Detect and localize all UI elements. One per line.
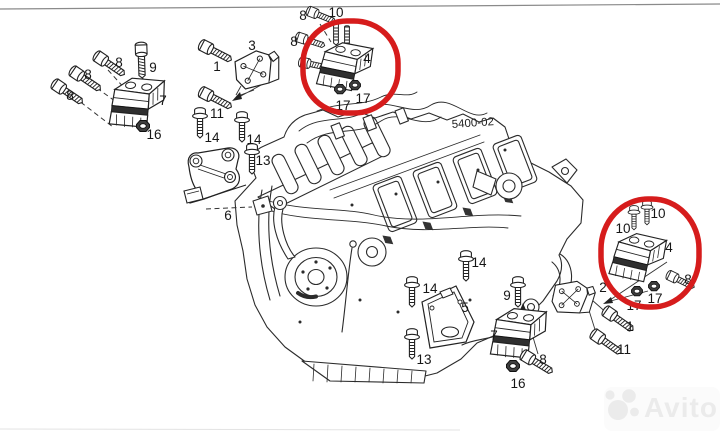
bolt-drawing (134, 41, 149, 79)
part-label: 17 (355, 91, 370, 106)
bottom-border-line (0, 428, 461, 431)
part-label: 2 (599, 280, 607, 295)
part-label: 5 (461, 300, 469, 315)
leader-arrowheads (232, 92, 613, 310)
part-label: 6 (224, 208, 232, 223)
part-label: 17 (335, 98, 350, 113)
nut-drawing (334, 84, 346, 95)
engine-pulley (272, 195, 348, 307)
part-label: 4 (363, 51, 371, 66)
part-label: 8 (290, 34, 298, 49)
nut-drawing (506, 360, 520, 372)
part-label: 13 (416, 352, 431, 367)
part-label: 10 (615, 221, 630, 236)
part-label: 9 (149, 60, 157, 75)
bracket-drawing (233, 48, 282, 91)
drawing-code-label: 5400-02 (451, 116, 494, 131)
part-label: 14 (204, 130, 220, 145)
part-label: 10 (650, 206, 665, 221)
part-label: 14 (471, 255, 487, 270)
part-label: 11 (210, 106, 224, 121)
watermark-text: Avito (644, 392, 718, 423)
part-label: 8 (84, 67, 92, 82)
engine-illustration (234, 91, 584, 384)
part-label: 8 (115, 55, 123, 70)
part-label: 14 (422, 281, 438, 296)
part-label: 14 (246, 132, 262, 147)
part-label: 1 (213, 59, 221, 74)
hardware-parts (48, 5, 697, 378)
part-label: 8 (539, 352, 547, 367)
part-label: 17 (647, 291, 662, 306)
bolt-drawing (510, 276, 526, 308)
part-label: 7 (159, 93, 167, 108)
nut-drawing (648, 281, 660, 292)
mount-drawing (315, 41, 374, 92)
part-label: 11 (617, 342, 631, 357)
part-label: 9 (503, 288, 511, 303)
part-label: 8 (299, 8, 307, 23)
part-label: 3 (248, 38, 256, 53)
stud-drawing (333, 22, 339, 46)
mount-drawing (607, 231, 668, 284)
part-label: 10 (328, 5, 343, 20)
bracket-drawing (183, 147, 247, 204)
part-label: 4 (665, 240, 673, 255)
part-label: 8 (66, 88, 74, 103)
avito-watermark: Avito (604, 387, 720, 431)
bolt-drawing (518, 348, 556, 378)
highlight-circle-top (300, 18, 401, 116)
part-label: 8 (684, 272, 692, 287)
callout-labels: 8 9 8 8 7 16 1 3 11 14 14 13 6 8 10 8 4 … (66, 5, 692, 391)
engine-wiring (261, 91, 522, 231)
part-label: 16 (510, 376, 525, 391)
nut-drawing (349, 80, 361, 91)
highlight-circle-right (598, 196, 702, 310)
bolt-drawing (404, 276, 420, 308)
part-label: 16 (146, 127, 161, 142)
avito-logo-icon (605, 389, 639, 420)
nut-drawing (631, 286, 643, 297)
part-label: 7 (490, 328, 498, 343)
top-border-line (0, 3, 720, 10)
part-label: 13 (255, 153, 270, 168)
part-label: 1 (626, 319, 634, 334)
